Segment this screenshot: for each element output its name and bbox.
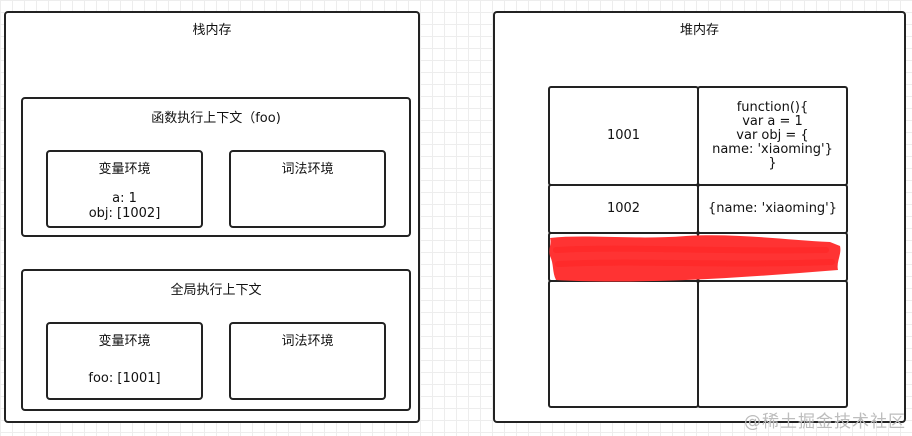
global-lexical-environment-title: 词法环境 [281, 334, 334, 349]
foo-context-title: 函数执行上下文（foo) [151, 111, 281, 126]
heap-address-1002: 1002 [548, 184, 699, 234]
heap-empty-address-cell [548, 280, 699, 408]
global-variable-environment-content: foo: [1001] [88, 371, 161, 386]
global-execution-context: 全局执行上下文 变量环境 foo: [1001] 词法环境 [21, 269, 411, 411]
watermark-text: @稀土掘金技术社区 [744, 412, 906, 432]
stack-memory-title: 栈内存 [192, 23, 232, 38]
heap-value-function: function(){ var a = 1 var obj = { name: … [697, 86, 848, 186]
foo-execution-context: 函数执行上下文（foo) 变量环境 a: 1 obj: [1002] 词法环境 [21, 97, 411, 237]
foo-variable-environment-content: a: 1 obj: [1002] [88, 191, 161, 221]
global-lexical-environment: 词法环境 [229, 322, 386, 400]
heap-value-object: {name: 'xiaoming'} [697, 184, 848, 234]
global-variable-environment: 变量环境 foo: [1001] [46, 322, 203, 400]
red-redaction-stroke [549, 235, 841, 282]
foo-variable-environment-title: 变量环境 [98, 162, 151, 177]
red-redaction-scribble [549, 235, 841, 282]
global-variable-environment-title: 变量环境 [98, 334, 151, 349]
foo-lexical-environment-title: 词法环境 [281, 162, 334, 177]
stack-memory-panel: 栈内存 函数执行上下文（foo) 变量环境 a: 1 obj: [1002] 词… [4, 11, 420, 423]
foo-variable-environment: 变量环境 a: 1 obj: [1002] [46, 150, 203, 228]
red-redaction-stroke-highlight [553, 245, 835, 267]
foo-lexical-environment: 词法环境 [229, 150, 386, 228]
heap-empty-value-cell [697, 280, 848, 408]
global-context-title: 全局执行上下文 [170, 283, 262, 298]
heap-address-1001: 1001 [548, 86, 699, 186]
heap-memory-title: 堆内存 [679, 23, 719, 38]
